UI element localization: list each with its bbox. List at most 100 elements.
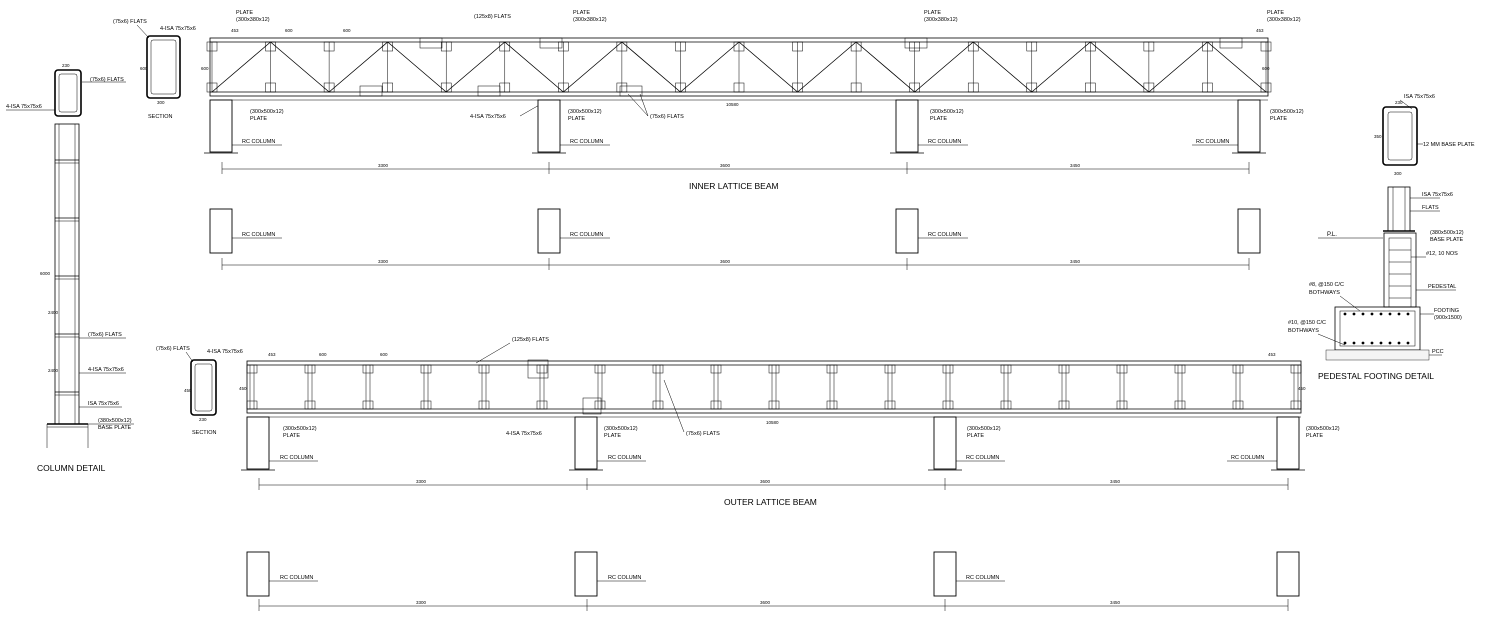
flat-plate [359,85,383,97]
plate-label: PLATE [250,116,267,122]
batten-plate [536,364,548,374]
flats-75-label: (75x6) FLATS [88,332,122,338]
batten-plate [420,364,432,374]
rc-column-label: RC COLUMN [570,232,603,238]
batten-plate [246,364,258,374]
column-detail: 230 (75x6) FLATS 4-ISA 75x75x6 6000 2400… [6,63,134,473]
column-detail-title: COLUMN DETAIL [37,463,106,473]
isa-label: ISA 75x75x6 [88,401,119,407]
base-plate-label: BASE PLATE [1430,237,1464,243]
rebar [1397,341,1401,345]
gusset-plate [382,82,393,93]
batten-plate [1174,364,1186,374]
dim-600: 600 [285,28,293,33]
flat-plate [619,85,643,97]
gusset-plate [1260,41,1272,52]
plate-label: PLATE [967,433,984,439]
batten-plate [420,400,432,410]
plate-label: PLATE [1267,10,1284,16]
batten-plate [768,400,780,410]
diagonal-member [270,41,330,93]
batten-plate [942,400,954,410]
batten-plate [710,364,722,374]
flat-plate [477,85,501,97]
dim-3300: 3300 [378,259,389,264]
batten-plate [362,400,374,410]
diagonal-member [504,41,564,93]
batten-plate [1058,400,1070,410]
dim-453: 453 [1256,28,1264,33]
gusset-plate [850,82,862,93]
batten-plate [826,364,838,374]
dim-300: 300 [157,100,165,105]
batten-plate [1232,400,1244,410]
isa-label: 4-ISA 75x75x6 [470,114,506,120]
plate-size-label: (300x380x12) [236,17,270,23]
flat-plate [1219,37,1243,49]
plate-size-label: (300x500x12) [604,426,638,432]
diagonal-member [914,41,974,93]
batten-plate [768,364,780,374]
plate-size-label: (300x380x12) [924,17,958,23]
diagonal-member [621,41,681,93]
base-plate-12-label: 12 MM BASE PLATE [1423,142,1475,148]
dim-600-vertical: 600 [140,66,148,71]
batten-plate [1116,400,1128,410]
rebar [1406,341,1410,345]
batten-plate [1058,364,1070,374]
plate-size-label: (300x500x12) [568,109,602,115]
plate-label: PLATE [568,116,585,122]
isa-label: 4-ISA 75x75x6 [88,367,124,373]
gusset-plate [440,41,452,52]
dim-600: 600 [380,352,388,357]
outer-columns-upper: RC COLUMN RC COLUMN RC COLUMN RC COLUMN … [241,416,1305,507]
rc-column-label: RC COLUMN [280,455,313,461]
dim-2400: 2400 [48,310,59,315]
rc-column-label: RC COLUMN [928,139,961,145]
diagonal-member [328,41,388,93]
dim-3450: 3450 [1110,479,1121,484]
flats-75-label: (75x6) FLATS [156,346,190,352]
rebar [1352,312,1356,316]
flat-plate [539,37,563,49]
diagonal-member [738,41,798,93]
section-label: SECTION [148,114,172,120]
isa-label: 4-ISA 75x75x6 [506,431,542,437]
rc-column-label: RC COLUMN [570,139,603,145]
dim-453: 453 [231,28,239,33]
footing-label: FOOTING [1434,308,1459,314]
inner-beam-section: (75x6) FLATS 4-ISA 75x75x6 600 300 SECTI… [113,19,196,120]
dim-350-vertical: 350 [1374,134,1382,139]
gusset-plate [792,41,803,52]
dim-span: 10580 [726,102,739,107]
gusset-plate [265,82,276,93]
flats-75-label: (75x6) FLATS [113,19,147,25]
rebar [1343,341,1347,345]
rebar [1397,312,1401,316]
batten-plate [942,364,954,374]
outer-lattice-beam: 453 600 600 453 450 450 (125x8) FLATS 10… [239,337,1340,439]
bothways-label: BOTHWAYS [1309,290,1340,296]
pedestal-footing-title: PEDESTAL FOOTING DETAIL [1318,371,1434,381]
inner-lattice-beam: PLATE (300x380x12) PLATE (300x380x12) PL… [201,10,1304,122]
diagonal-member [972,41,1033,93]
dim-450-vertical: 450 [239,386,247,391]
batten-plate [884,364,896,374]
gusset-plate [1085,82,1096,93]
batten-plate [1000,400,1012,410]
dim-453: 453 [268,352,276,357]
dim-453: 453 [1268,352,1276,357]
dim-3300: 3300 [378,163,389,168]
batten-plate [652,400,664,410]
rebar [1379,312,1383,316]
flat-plate [419,37,443,49]
dim-2400: 2400 [48,368,59,373]
gusset-plate [558,41,569,52]
plate-size-label: (300x500x12) [283,426,317,432]
rc-column-label: RC COLUMN [242,139,275,145]
isa-label: 4-ISA 75x75x6 [160,26,196,32]
rc-column-label: RC COLUMN [966,575,999,581]
dim-600-vertical: 600 [201,66,209,71]
plate-size-label: (300x380x12) [1267,17,1301,23]
